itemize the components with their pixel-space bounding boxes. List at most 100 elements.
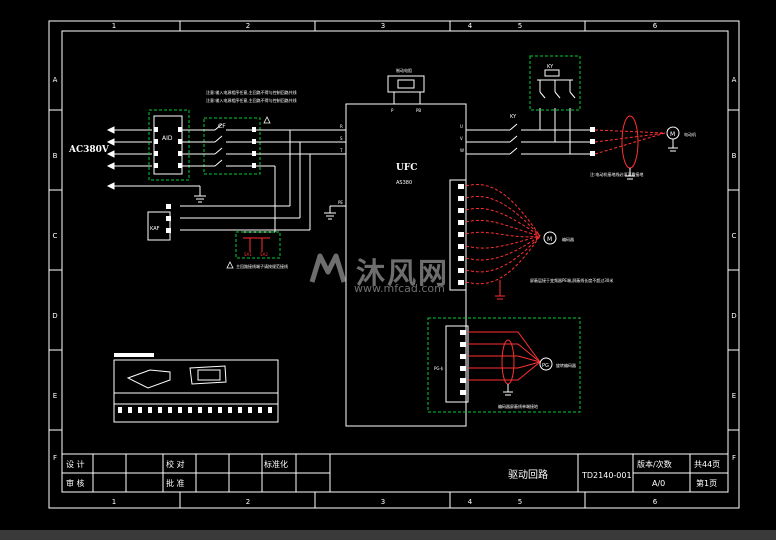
title-block-text: 设 计 审 核 校 对 批 准 标准化 驱动回路 TD2140-001 版本/次… [66, 459, 720, 488]
svg-text:PE: PE [338, 200, 343, 205]
tb-approve: 批 准 [166, 478, 185, 488]
border-label-left-c: C [53, 232, 58, 240]
tb-standard: 标准化 [264, 459, 288, 469]
motor-ground [625, 139, 678, 180]
svg-text:R: R [340, 124, 343, 129]
border-label-right-f: F [732, 454, 736, 462]
svg-text:T: T [339, 148, 343, 153]
border-label-left-a: A [53, 76, 58, 84]
border-label-right-b: B [732, 152, 737, 160]
bottom-bar [0, 530, 776, 540]
warning-icon-2 [226, 261, 234, 269]
border-label-top-6: 6 [653, 22, 658, 30]
border-label-left-d: D [52, 312, 57, 320]
border-label-bottom-3: 3 [381, 498, 385, 506]
brake-resistor-box [387, 75, 425, 93]
border-label-top-4: 4 [468, 22, 473, 30]
brake-resistor-label: 制动电阻 [396, 67, 412, 73]
breaker-label: AID [162, 135, 173, 142]
power-lines-in [180, 129, 346, 233]
power-lines-out [466, 108, 590, 155]
note-top-1: 注意:输入电源相序任意,主回路不得与控制回路共线 [206, 89, 297, 95]
legend-box [113, 359, 279, 423]
encoder-terminals [458, 184, 464, 285]
note-right-2: 屏蔽层接于变频器PE端,屏蔽线长度不超过30米 [530, 277, 613, 283]
pg-card-label: PG卡 [434, 365, 444, 371]
pg-ground [503, 384, 513, 396]
kaf-box [147, 211, 171, 241]
border-label-right-e: E [732, 392, 736, 400]
supply-label: AC380V [68, 145, 110, 155]
contactor-contacts [182, 123, 255, 167]
motor-cable [594, 129, 666, 155]
fuse-label-2: SA2 [260, 252, 268, 257]
contactor-group-box [203, 117, 261, 175]
legend-header-bar [114, 353, 154, 357]
svg-text:S: S [340, 136, 343, 141]
kaf-terminals [166, 204, 171, 233]
fuse-group-box [235, 231, 281, 259]
pg-encoder-label: 旋转编码器 [556, 362, 576, 368]
inverter-title: UFC [396, 163, 417, 173]
contactor-label: CF [218, 123, 226, 130]
ky-contacts [537, 79, 576, 99]
border-label-top-5: 5 [518, 22, 522, 30]
svg-text:V: V [460, 136, 463, 141]
border-labels: 1 2 3 4 5 6 1 2 3 4 5 6 A B C D E F A B … [52, 22, 736, 506]
motor-label: 电动机 [684, 131, 696, 137]
title-block [62, 453, 728, 492]
border-label-top-2: 2 [246, 22, 250, 30]
inverter-box [345, 103, 467, 427]
encoder-symbol: M [547, 236, 552, 243]
pg-card-box [427, 317, 581, 413]
pg-cable-shield [501, 339, 515, 385]
pg-cables [468, 331, 541, 381]
ky-label: KY [547, 64, 554, 70]
brake-lines [393, 92, 421, 104]
inverter-model: AS380 [396, 180, 412, 186]
pg-card-terminal-block [445, 325, 469, 403]
outer-border [48, 20, 740, 509]
warning-icon [263, 116, 271, 124]
encoder-label: 编码器 [562, 236, 574, 242]
border-label-bottom-5: 5 [518, 498, 522, 506]
zone-ticks [49, 21, 739, 508]
border-label-left-e: E [53, 392, 57, 400]
supply-arrows [106, 126, 206, 203]
terminal-p: P [391, 108, 394, 113]
pg-encoder-symbol: PG [542, 363, 549, 369]
note-right-1: 注:电动机接地线必须可靠接地 [590, 171, 643, 177]
border-label-right-a: A [732, 76, 737, 84]
legend-cells [118, 407, 272, 413]
breaker-box [153, 115, 183, 175]
svg-text:U: U [460, 124, 463, 129]
border-label-left-b: B [53, 152, 58, 160]
pg-encoder-icon [539, 357, 553, 371]
border-label-top-3: 3 [381, 22, 385, 30]
border-label-top-1: 1 [112, 22, 116, 30]
breaker-group-box [148, 109, 190, 181]
motor-terminals [590, 127, 595, 156]
ky-coil [544, 69, 560, 77]
tb-total-pages: 共44页 [694, 460, 720, 469]
tb-drawing-number: TD2140-001 [581, 471, 632, 480]
encoder-ground [495, 280, 505, 300]
note-bottom: 编码器屏蔽线单端接地 [498, 403, 538, 409]
terminal-labels-left: R S T PE [338, 124, 343, 205]
brake-resistor [397, 79, 415, 89]
border-label-bottom-4: 4 [468, 498, 473, 506]
encoder-terminal-block [449, 179, 467, 291]
pg-terminals [460, 330, 466, 395]
tb-version-value: A/0 [652, 479, 665, 488]
tb-page: 第1页 [696, 478, 717, 488]
border-label-bottom-6: 6 [653, 498, 658, 506]
tb-version-label: 版本/次数 [637, 459, 672, 469]
kaf-label: KAF [150, 226, 160, 232]
fuses [243, 237, 270, 252]
legend-connector-drawings [126, 365, 227, 389]
svg-text:W: W [460, 148, 464, 153]
encoder-cables [465, 184, 541, 285]
terminal-pb: PB [416, 108, 421, 113]
border-label-right-d: D [731, 312, 736, 320]
